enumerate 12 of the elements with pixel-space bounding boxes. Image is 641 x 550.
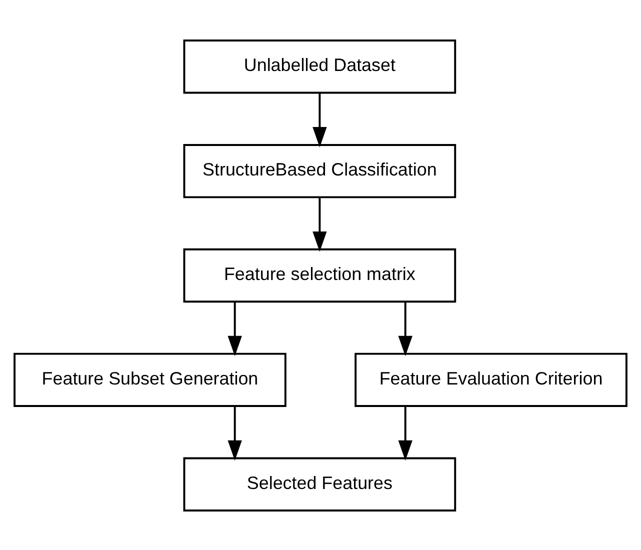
node-box: Feature selection matrix (183, 248, 456, 302)
arrow (312, 92, 327, 147)
node-box: Selected Features (183, 456, 456, 511)
arrow (398, 301, 412, 356)
arrow (228, 406, 242, 460)
arrow (398, 406, 412, 460)
arrow (312, 196, 327, 252)
node-box: Feature Subset Generation (14, 352, 286, 407)
node-box: Feature Evaluation Criterion (354, 352, 628, 407)
node-box: Unlabelled Dataset (183, 39, 456, 94)
node-box: StructureBased Classification (183, 143, 456, 198)
arrow (228, 301, 242, 356)
